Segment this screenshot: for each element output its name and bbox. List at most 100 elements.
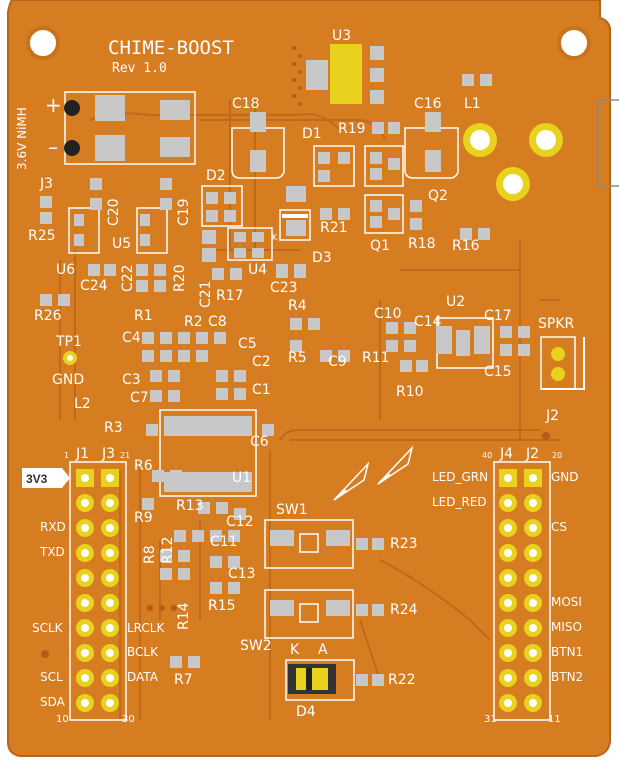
- rhdr-miso: MISO: [551, 620, 582, 634]
- ref-c16: C16: [414, 96, 442, 112]
- left-header-pin-hole: [81, 474, 89, 482]
- rhdr-pin-20: 20: [552, 451, 562, 460]
- right-header-pin-hole: [529, 474, 537, 482]
- left-signal-sda: SDA: [40, 695, 66, 709]
- left-pin-30: 30: [122, 714, 135, 725]
- ref-r6: R6: [134, 458, 153, 474]
- rhdr-cs: CS: [551, 520, 567, 534]
- ref-r13: R13: [176, 498, 204, 514]
- left-header-pin-hole: [106, 499, 114, 507]
- rhdr-btn1: BTN1: [551, 645, 583, 659]
- right-signal-data: DATA: [127, 670, 159, 684]
- ref-r10: R10: [396, 384, 424, 400]
- ref-u3: U3: [332, 28, 351, 44]
- smd-pads: [40, 74, 530, 692]
- ref-j3: J3: [39, 176, 53, 192]
- ref-d3: D3: [312, 250, 332, 266]
- ref-r19: R19: [338, 121, 366, 137]
- tp1-pad: [63, 351, 77, 365]
- rhdr-btn2: BTN2: [551, 670, 583, 684]
- ref-l1: L1: [464, 96, 481, 112]
- left-signal-rxd: RXD: [40, 520, 66, 534]
- ref-u2: U2: [446, 294, 465, 310]
- ref-c7: C7: [130, 390, 149, 406]
- u3-pads: [306, 46, 384, 104]
- right-header-pin-hole: [504, 599, 512, 607]
- ref-c1: C1: [252, 382, 271, 398]
- l1-pads: [463, 123, 563, 201]
- right-header-pin-hole: [529, 524, 537, 532]
- left-signal-scl: SCL: [40, 670, 63, 684]
- left-header-pin-hole: [81, 674, 89, 682]
- ref-r22: R22: [388, 672, 416, 688]
- right-header-pin-hole: [504, 699, 512, 707]
- left-header-pin-hole: [106, 649, 114, 657]
- right-header-pin-hole: [529, 674, 537, 682]
- usb-connector-outline: [597, 99, 619, 187]
- ref-r9: R9: [134, 510, 153, 526]
- ref-r8: R8: [142, 545, 158, 564]
- ref-r25: R25: [28, 228, 56, 244]
- d4-k-label: K: [290, 642, 300, 658]
- right-header-pin-hole: [504, 624, 512, 632]
- u3-body: [330, 44, 362, 104]
- copper-traces: [59, 100, 560, 720]
- right-header-pin-hole: [504, 649, 512, 657]
- u2-pads: [436, 326, 490, 356]
- ref-c6: C6: [250, 434, 269, 450]
- right-signal-bclk: BCLK: [127, 645, 159, 659]
- ref-r20: R20: [172, 264, 188, 292]
- left-header-pin-hole: [81, 574, 89, 582]
- right-header-pin-hole: [504, 499, 512, 507]
- d4-led: [288, 664, 336, 694]
- silkscreen-outlines: [64, 91, 576, 721]
- ref-c13: C13: [228, 566, 256, 582]
- rhdr-led-grn: LED_GRN: [432, 470, 488, 484]
- ref-sw1: SW1: [276, 502, 308, 518]
- board-revision: Rev 1.0: [112, 61, 167, 76]
- ref-q1: Q1: [370, 238, 390, 254]
- ref-r3: R3: [104, 420, 123, 436]
- rhdr-pin-40: 40: [482, 451, 492, 460]
- ref-c2: C2: [252, 354, 271, 370]
- mounting-holes: [26, 26, 591, 60]
- ref-u6: U6: [56, 262, 75, 278]
- battery-plus: +: [45, 93, 62, 117]
- ref-r14: R14: [176, 602, 192, 630]
- right-header-pin-hole: [529, 649, 537, 657]
- ref-r12: R12: [160, 536, 176, 564]
- ref-r5: R5: [288, 350, 307, 366]
- right-header-pin-hole: [529, 599, 537, 607]
- battery-pads: [95, 95, 190, 161]
- ref-u4: U4: [248, 262, 267, 278]
- 3v3-tag: [22, 468, 70, 488]
- left-header-pin-hole: [106, 524, 114, 532]
- ref-c8: C8: [208, 314, 227, 330]
- ref-j3-header: J3: [101, 446, 115, 462]
- ref-spkr: SPKR: [538, 316, 575, 332]
- rhdr-led-red: LED_RED: [432, 495, 487, 509]
- right-signal-lrclk: LRCLK: [127, 621, 165, 635]
- rocket-logo: [333, 445, 414, 501]
- right-header-pin-hole: [504, 574, 512, 582]
- right-header-pin-hole: [529, 499, 537, 507]
- power-tag-text: 3V3: [26, 472, 48, 486]
- ref-c12: C12: [226, 514, 254, 530]
- ref-j2: J2: [545, 408, 559, 424]
- left-header-pin-hole: [81, 624, 89, 632]
- d3-diode: [279, 209, 311, 241]
- ref-c10: C10: [374, 306, 402, 322]
- rhdr-pin-31: 31: [484, 714, 497, 725]
- left-pin-1: 1: [64, 451, 69, 460]
- right-header-pin-hole: [529, 574, 537, 582]
- ref-r7: R7: [174, 672, 193, 688]
- ref-c18: C18: [232, 96, 260, 112]
- ref-d2: D2: [206, 168, 226, 184]
- ref-j2-header: J2: [525, 446, 539, 462]
- ref-q2: Q2: [428, 188, 448, 204]
- ref-c5: C5: [238, 336, 257, 352]
- ref-d4: D4: [296, 704, 316, 720]
- left-header-pin-hole: [81, 524, 89, 532]
- battery-voltage-label: 3.6V NiMH: [15, 107, 29, 170]
